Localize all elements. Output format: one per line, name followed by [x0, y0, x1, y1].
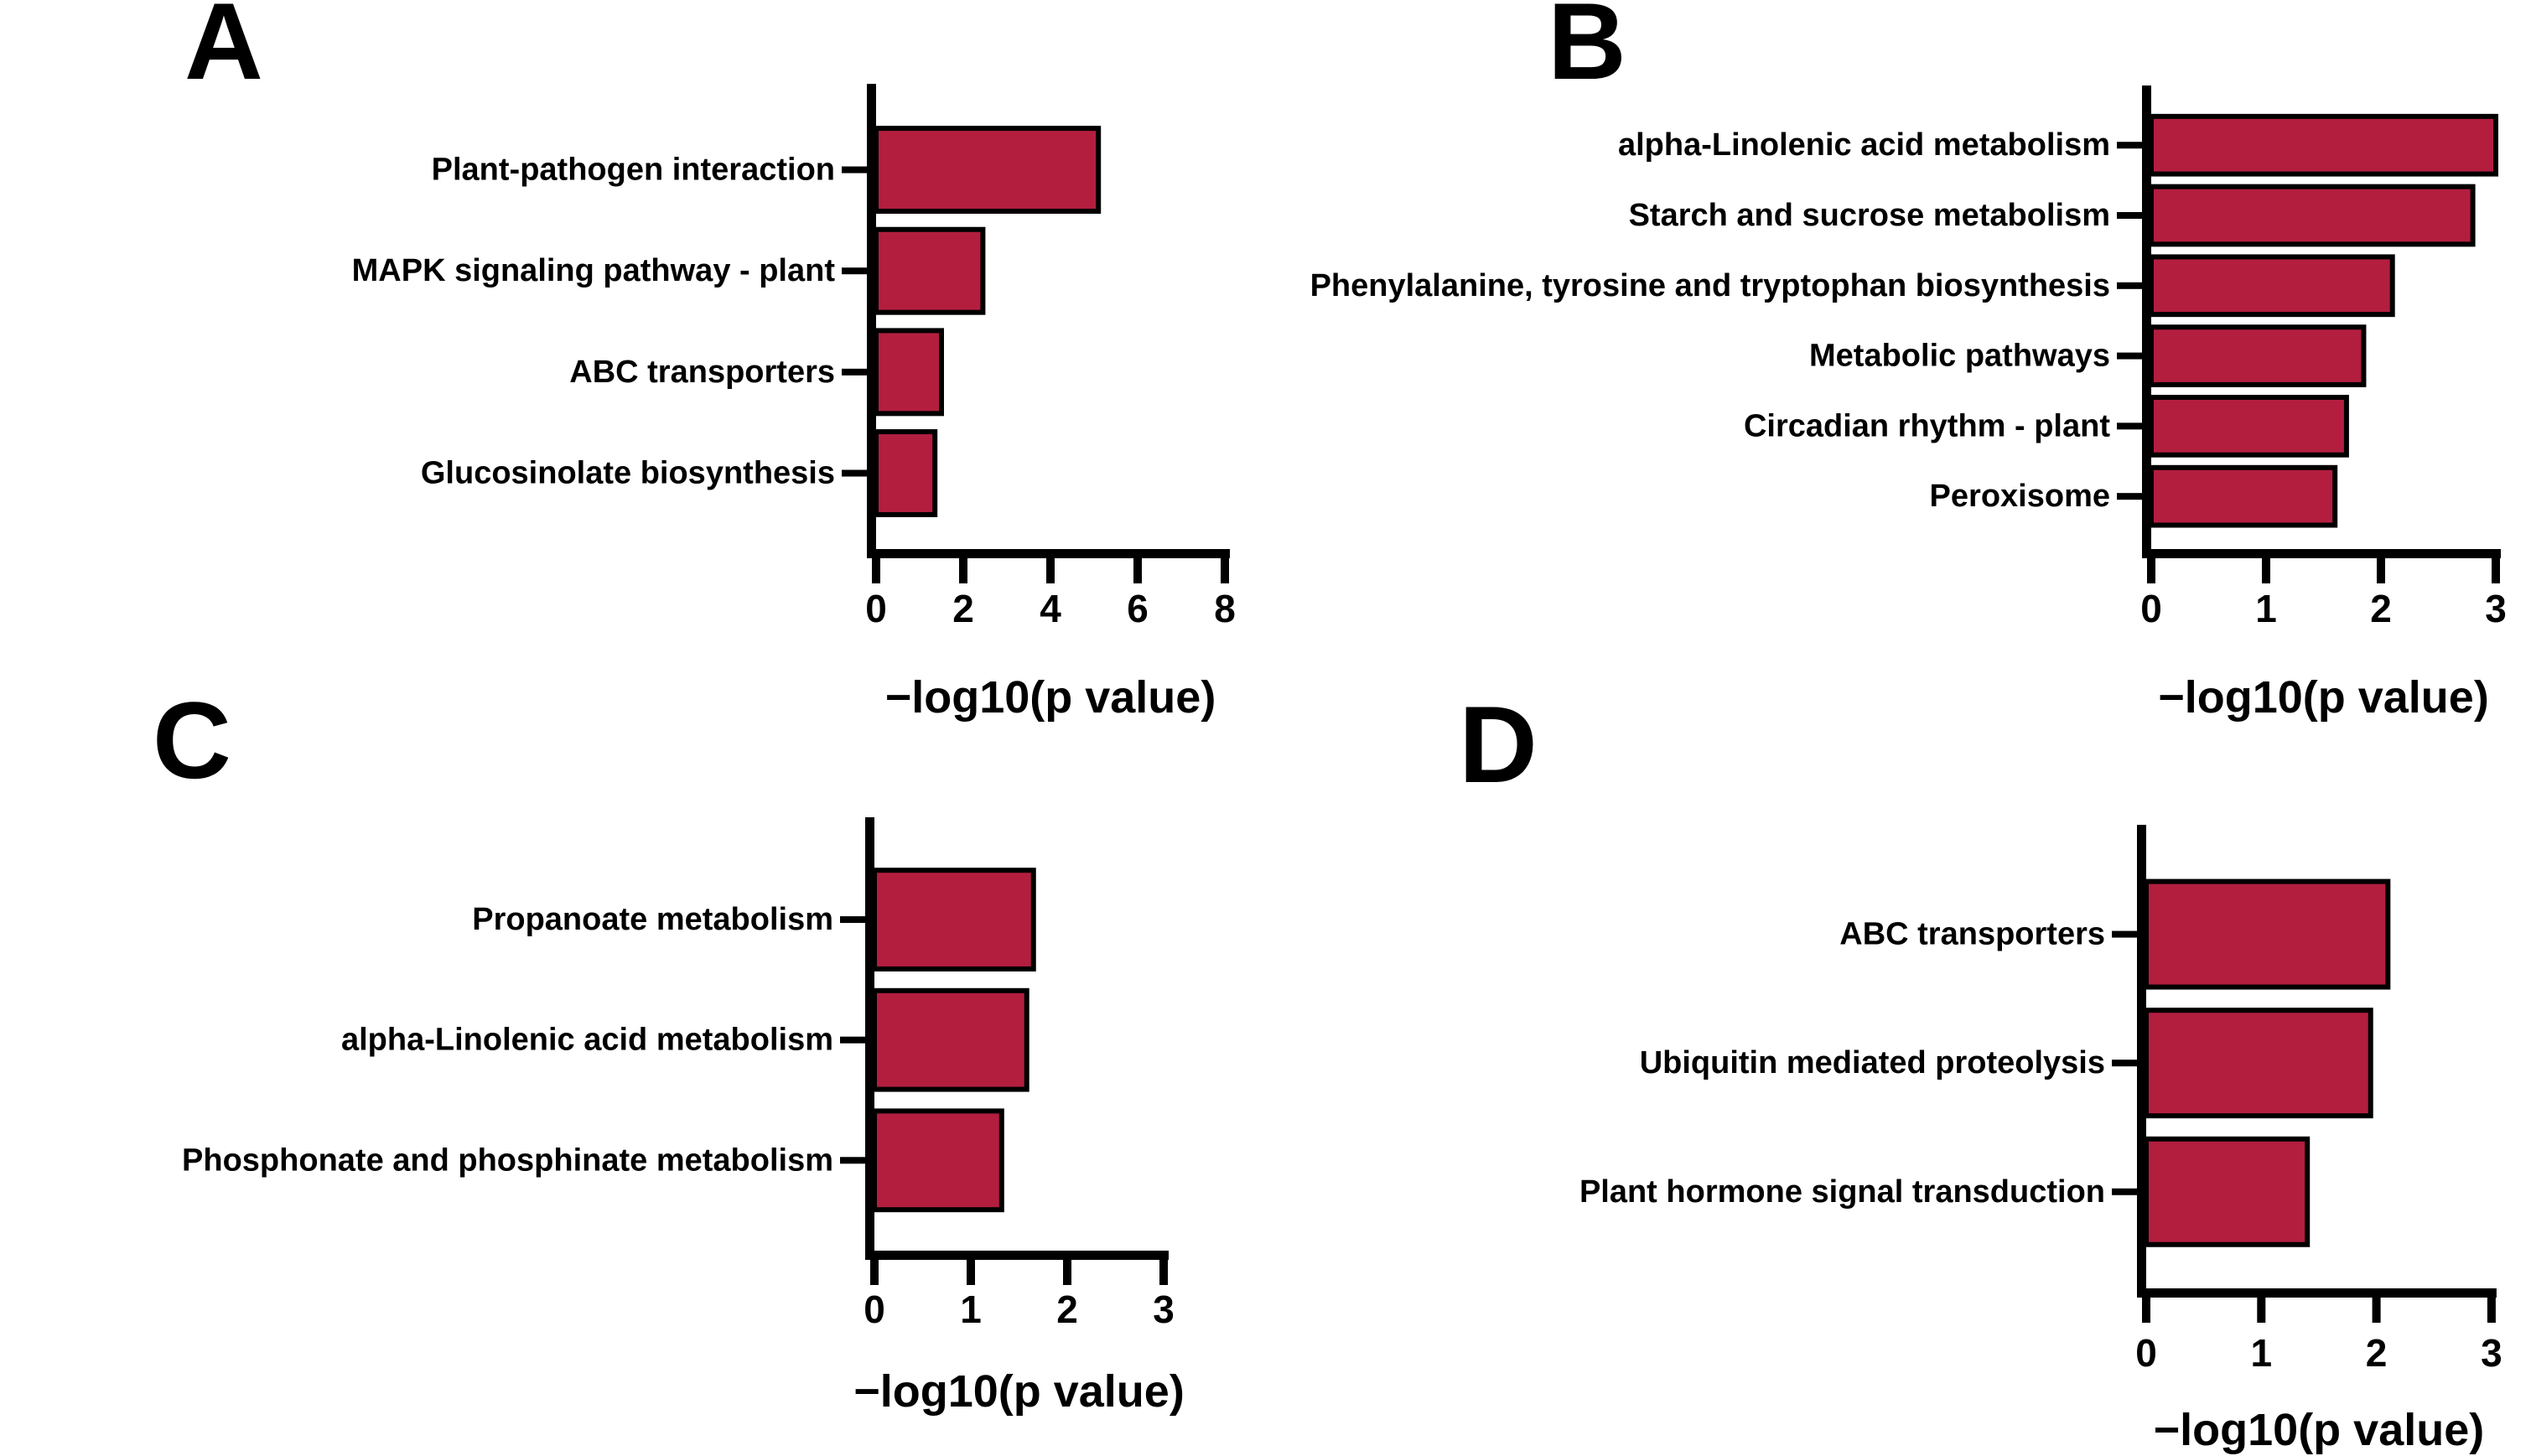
x-tick-label-C-1: 1 [960, 1288, 982, 1331]
x-tick-label-A-8: 8 [1214, 587, 1236, 630]
category-tick-A-3 [842, 469, 867, 477]
panel-label-b: B [1548, 0, 1626, 102]
x-axis-title-D: −log10(p value) [2154, 1405, 2485, 1455]
category-tick-D-2 [2112, 1188, 2137, 1195]
x-tick-C-3 [1159, 1260, 1168, 1285]
category-tick-C-2 [840, 1157, 865, 1164]
category-label-B-1: Starch and sucrose metabolism [1629, 198, 2110, 233]
category-tick-D-0 [2112, 930, 2137, 938]
panel-label-c: C [153, 679, 231, 801]
bar-A-2 [874, 328, 944, 417]
category-label-B-3: Metabolic pathways [1809, 339, 2110, 374]
y-axis-line-A [867, 84, 876, 558]
bar-C-1 [872, 987, 1030, 1092]
x-tick-A-6 [1133, 558, 1142, 583]
x-tick-label-C-0: 0 [864, 1288, 885, 1331]
category-tick-A-2 [842, 368, 867, 376]
y-axis-line-B [2142, 85, 2151, 558]
x-tick-label-B-0: 0 [2140, 587, 2162, 630]
x-axis-line-C [865, 1251, 1169, 1260]
category-label-C-2: Phosphonate and phosphinate metabolism [182, 1143, 833, 1178]
category-tick-B-1 [2117, 212, 2142, 220]
bar-D-0 [2144, 878, 2391, 990]
category-label-B-2: Phenylalanine, tyrosine and tryptophan b… [1310, 268, 2110, 303]
x-tick-A-8 [1221, 558, 1229, 583]
x-tick-A-2 [959, 558, 967, 583]
x-tick-B-0 [2147, 558, 2155, 583]
bar-B-5 [2149, 464, 2338, 528]
x-tick-B-1 [2262, 558, 2270, 583]
x-tick-D-3 [2487, 1298, 2496, 1323]
x-tick-label-A-0: 0 [865, 587, 887, 630]
x-tick-label-A-6: 6 [1127, 587, 1149, 630]
category-label-B-4: Circadian rhythm - plant [1744, 408, 2110, 443]
x-tick-label-D-2: 2 [2366, 1331, 2388, 1375]
bar-A-1 [874, 226, 986, 315]
bar-C-0 [872, 868, 1036, 972]
bar-B-3 [2149, 324, 2367, 387]
x-axis-title-A: −log10(p value) [885, 672, 1216, 723]
x-tick-label-B-3: 3 [2485, 587, 2507, 630]
x-tick-label-C-3: 3 [1153, 1288, 1175, 1331]
bar-C-2 [872, 1108, 1004, 1213]
category-label-D-2: Plant hormone signal transduction [1579, 1174, 2105, 1210]
category-label-B-5: Peroxisome [1930, 479, 2110, 514]
x-tick-label-A-2: 2 [952, 587, 974, 630]
category-tick-C-0 [840, 916, 865, 924]
category-label-C-0: Propanoate metabolism [472, 902, 833, 937]
x-tick-C-2 [1063, 1260, 1071, 1285]
x-tick-label-D-0: 0 [2135, 1331, 2157, 1375]
bar-B-1 [2149, 184, 2476, 247]
panel-label-a: A [184, 0, 263, 102]
x-tick-D-1 [2257, 1298, 2266, 1323]
x-tick-A-4 [1046, 558, 1055, 583]
x-tick-D-2 [2372, 1298, 2381, 1323]
bar-B-2 [2149, 254, 2395, 318]
category-tick-B-4 [2117, 422, 2142, 430]
x-tick-B-3 [2492, 558, 2500, 583]
bar-D-1 [2144, 1008, 2373, 1119]
x-tick-D-0 [2142, 1298, 2150, 1323]
x-axis-title-B: −log10(p value) [2158, 672, 2489, 723]
x-tick-label-D-1: 1 [2251, 1331, 2273, 1375]
bar-B-4 [2149, 395, 2349, 458]
category-tick-D-1 [2112, 1060, 2137, 1067]
bar-D-2 [2144, 1136, 2311, 1247]
category-label-A-3: Glucosinolate biosynthesis [421, 456, 835, 491]
bar-A-3 [874, 429, 938, 517]
category-tick-B-2 [2117, 282, 2142, 289]
category-tick-B-3 [2117, 352, 2142, 360]
category-label-A-1: MAPK signaling pathway - plant [352, 253, 836, 288]
category-label-D-1: Ubiquitin mediated proteolysis [1640, 1045, 2105, 1080]
x-tick-label-D-3: 3 [2481, 1331, 2502, 1375]
category-label-D-0: ABC transporters [1839, 917, 2105, 952]
x-tick-B-2 [2377, 558, 2385, 583]
bar-B-0 [2149, 113, 2498, 177]
category-tick-C-1 [840, 1036, 865, 1044]
x-axis-line-D [2137, 1288, 2497, 1298]
bar-A-0 [874, 126, 1102, 215]
x-tick-C-1 [967, 1260, 975, 1285]
category-label-A-2: ABC transporters [569, 355, 835, 390]
category-label-A-0: Plant-pathogen interaction [432, 153, 835, 188]
x-axis-line-B [2142, 549, 2501, 558]
category-label-C-1: alpha-Linolenic acid metabolism [341, 1023, 833, 1058]
x-axis-line-A [867, 549, 1230, 558]
x-tick-label-B-1: 1 [2255, 587, 2277, 630]
category-label-B-0: alpha-Linolenic acid metabolism [1618, 127, 2110, 163]
panel-label-d: D [1459, 683, 1538, 806]
x-tick-label-C-2: 2 [1056, 1288, 1078, 1331]
x-tick-label-A-4: 4 [1040, 587, 1061, 630]
x-axis-title-C: −log10(p value) [853, 1366, 1185, 1417]
y-axis-line-D [2137, 825, 2146, 1298]
category-tick-B-0 [2117, 142, 2142, 149]
x-tick-label-B-2: 2 [2370, 587, 2392, 630]
x-tick-C-0 [870, 1260, 879, 1285]
category-tick-A-1 [842, 267, 867, 275]
category-tick-B-5 [2117, 493, 2142, 500]
x-tick-A-0 [872, 558, 880, 583]
category-tick-A-0 [842, 166, 867, 174]
y-axis-line-C [865, 817, 874, 1260]
